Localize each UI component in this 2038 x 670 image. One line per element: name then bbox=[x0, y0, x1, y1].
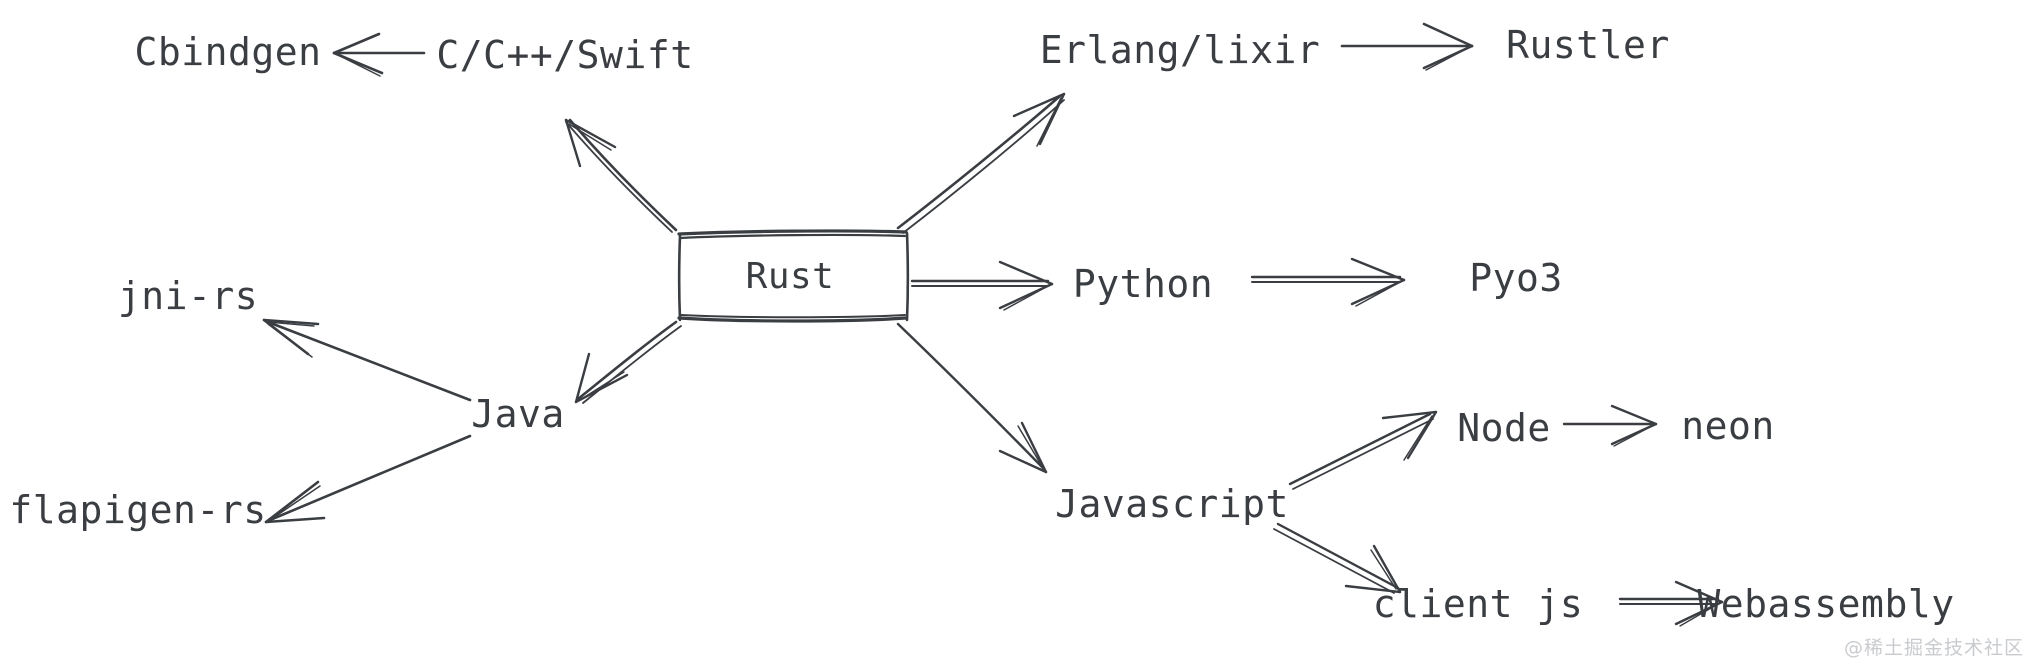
node-label-neon[interactable]: neon bbox=[1681, 404, 1775, 448]
node-label-erlang-lixir[interactable]: Erlang/lixir bbox=[1039, 28, 1321, 72]
node-label-webassembly[interactable]: Webassembly bbox=[1697, 582, 1955, 626]
node-label-flapigen-rs[interactable]: flapigen-rs bbox=[9, 488, 267, 532]
edge-javascript-to-client-js bbox=[1273, 522, 1402, 594]
edge-rust-to-erlang-lixir bbox=[896, 92, 1066, 234]
edge-rust-to-java bbox=[574, 320, 682, 404]
node-label-cbindgen[interactable]: Cbindgen bbox=[134, 30, 322, 74]
node-label-client-js[interactable]: client js bbox=[1372, 582, 1584, 626]
edge-client-js-to-webassembly bbox=[1618, 580, 1724, 627]
edge-erlang-lixir-to-rustler bbox=[1340, 22, 1474, 71]
node-label-jni-rs[interactable]: jni-rs bbox=[117, 274, 259, 318]
edge-java-to-jni-rs bbox=[262, 318, 472, 402]
edge-rust-to-javascript bbox=[896, 322, 1048, 474]
edge-c-cpp-swift-to-cbindgen bbox=[332, 32, 426, 77]
watermark: @稀土掘金技术社区 bbox=[1843, 637, 2024, 659]
node-label-node[interactable]: Node bbox=[1457, 406, 1551, 450]
node-label-rust[interactable]: Rust bbox=[745, 256, 835, 297]
edge-rust-to-python bbox=[910, 260, 1054, 311]
edge-rust-to-c-cpp-swift bbox=[564, 118, 678, 233]
rust-node-box bbox=[677, 229, 910, 323]
node-label-javascript[interactable]: Javascript bbox=[1055, 482, 1289, 526]
node-label-c-cpp-swift[interactable]: C/C++/Swift bbox=[436, 33, 694, 77]
edge-java-to-flapigen-rs bbox=[264, 434, 472, 524]
edge-javascript-to-node bbox=[1288, 410, 1438, 490]
edge-python-to-pyo3 bbox=[1250, 257, 1406, 307]
node-label-pyo3[interactable]: Pyo3 bbox=[1469, 256, 1563, 300]
edge-node-to-neon bbox=[1562, 404, 1658, 447]
node-label-java[interactable]: Java bbox=[471, 392, 565, 436]
node-label-rustler[interactable]: Rustler bbox=[1506, 23, 1670, 67]
node-label-python[interactable]: Python bbox=[1072, 262, 1214, 306]
